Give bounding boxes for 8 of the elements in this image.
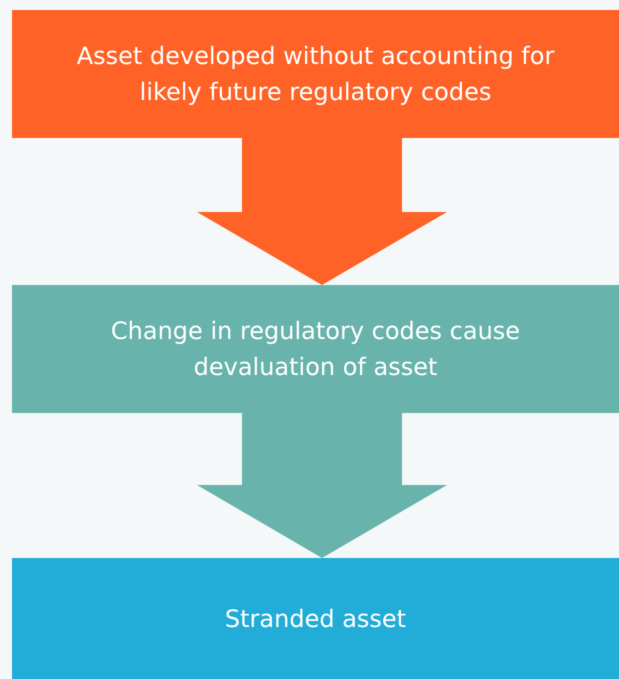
process-box: [12, 285, 619, 413]
block-arrow: [197, 138, 447, 285]
box-text: Asset developed without accounting for likely future regulatory codes: [76, 41, 556, 108]
block-arrow: [197, 413, 447, 558]
process-box: [12, 558, 619, 679]
box-text: Stranded asset: [224, 604, 406, 634]
box-text: Change in regulatory codes cause devaluation of asset: [110, 316, 522, 383]
process-box: [12, 10, 619, 138]
